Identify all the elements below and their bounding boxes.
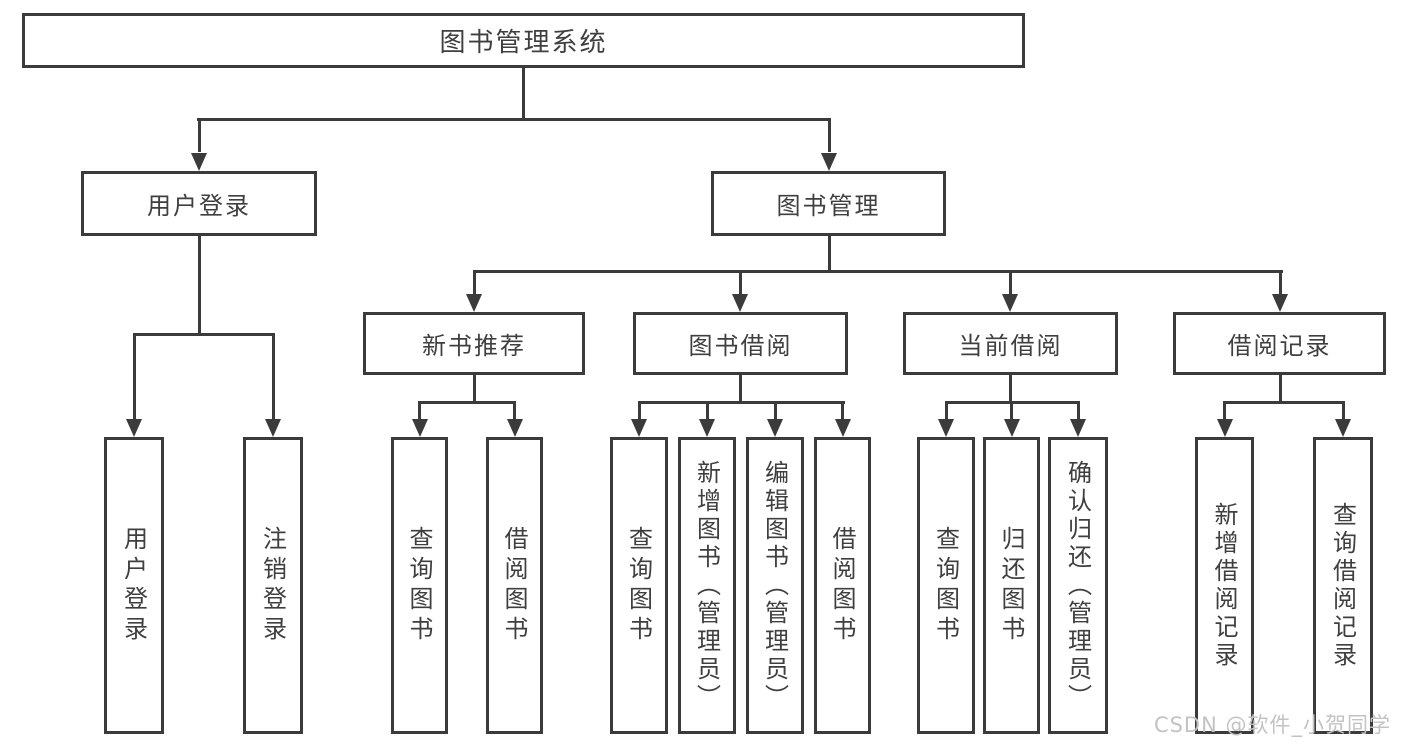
arrowhead-down-icon xyxy=(191,153,207,171)
arrowhead-down-icon xyxy=(507,419,523,437)
arrowhead-down-icon xyxy=(466,294,482,312)
arrowhead-down-icon xyxy=(126,419,142,437)
connector-line xyxy=(638,403,641,419)
arrowhead-down-icon xyxy=(412,419,428,437)
connector-line xyxy=(418,403,421,419)
connector-line xyxy=(473,375,476,403)
leaf-query-books-borrowing: 查询图书 xyxy=(610,437,668,734)
node-new-book-recommendation: 新书推荐 xyxy=(363,312,585,375)
connector-line xyxy=(198,120,201,152)
arrowhead-down-icon xyxy=(1002,294,1018,312)
connector-line xyxy=(706,403,709,419)
connector-line xyxy=(1010,403,1013,419)
arrowhead-down-icon xyxy=(699,419,715,437)
arrowhead-down-icon xyxy=(265,419,281,437)
connector-line xyxy=(945,403,948,419)
leaf-borrow-books-borrowing: 借阅图书 xyxy=(814,437,871,734)
connector-line xyxy=(828,236,831,272)
leaf-query-borrow-record: 查询借阅记录 xyxy=(1313,437,1373,734)
connector-line xyxy=(522,68,525,119)
connector-line xyxy=(473,272,476,294)
node-library-management-system: 图书管理系统 xyxy=(22,13,1025,68)
connector-line xyxy=(1279,375,1282,403)
connector-line xyxy=(197,118,831,121)
connector-line xyxy=(774,403,777,419)
connector-line xyxy=(198,236,201,334)
arrowhead-down-icon xyxy=(1335,419,1351,437)
connector-line xyxy=(1279,272,1282,294)
arrowhead-down-icon xyxy=(1217,419,1233,437)
arrowhead-down-icon xyxy=(1004,419,1020,437)
arrowhead-down-icon xyxy=(767,419,783,437)
leaf-query-books-recommend: 查询图书 xyxy=(391,437,448,734)
connector-line xyxy=(1077,403,1080,419)
connector-line xyxy=(133,335,136,419)
arrowhead-down-icon xyxy=(1272,294,1288,312)
csdn-watermark: CSDN @软件_小贺同学 xyxy=(1153,713,1391,737)
node-user-login-module: 用户登录 xyxy=(81,171,317,236)
connector-line xyxy=(1009,375,1012,403)
leaf-logout: 注销登录 xyxy=(243,437,303,734)
connector-line xyxy=(739,375,742,403)
arrowhead-down-icon xyxy=(631,419,647,437)
connector-line xyxy=(739,272,742,294)
connector-line xyxy=(841,403,844,419)
connector-line xyxy=(1223,401,1345,404)
connector-line xyxy=(473,270,1283,273)
node-borrowing-records: 借阅记录 xyxy=(1173,312,1386,375)
connector-line xyxy=(1223,403,1226,419)
connector-line xyxy=(418,401,516,404)
connector-line xyxy=(272,335,275,419)
connector-line xyxy=(513,403,516,419)
leaf-add-borrow-record: 新增借阅记录 xyxy=(1195,437,1254,734)
connector-line xyxy=(638,401,845,404)
leaf-user-login: 用户登录 xyxy=(104,437,164,734)
connector-line xyxy=(945,401,1080,404)
connector-line xyxy=(1342,403,1345,419)
connector-line xyxy=(1009,272,1012,294)
leaf-edit-books-admin: 编辑图书（管理员） xyxy=(746,437,804,734)
leaf-confirm-return-admin: 确认归还（管理员） xyxy=(1048,437,1108,734)
connector-line xyxy=(133,333,275,336)
arrowhead-down-icon xyxy=(938,419,954,437)
leaf-add-books-admin: 新增图书（管理员） xyxy=(678,437,736,734)
arrowhead-down-icon xyxy=(1070,419,1086,437)
node-current-borrowing: 当前借阅 xyxy=(903,312,1118,375)
leaf-return-books: 归还图书 xyxy=(983,437,1040,734)
arrowhead-down-icon xyxy=(821,153,837,171)
leaf-borrow-books-recommend: 借阅图书 xyxy=(486,437,543,734)
arrowhead-down-icon xyxy=(732,294,748,312)
connector-line xyxy=(828,120,831,152)
node-book-borrowing: 图书借阅 xyxy=(633,312,848,375)
node-book-management-module: 图书管理 xyxy=(711,171,946,236)
leaf-query-books-current: 查询图书 xyxy=(917,437,975,734)
arrowhead-down-icon xyxy=(835,419,851,437)
